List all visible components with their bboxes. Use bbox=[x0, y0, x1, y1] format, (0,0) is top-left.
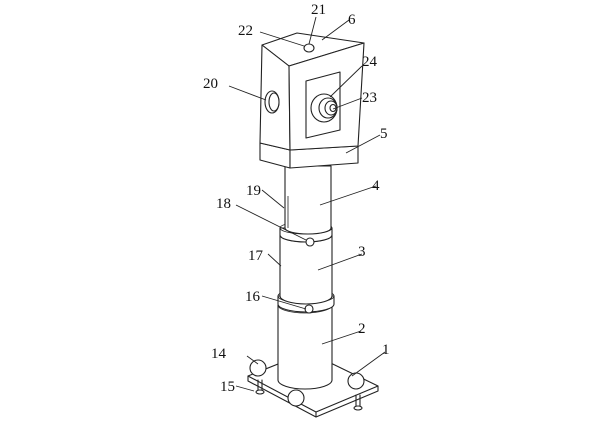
label-2: 2 bbox=[358, 321, 366, 337]
label-19: 19 bbox=[246, 183, 261, 199]
label-5: 5 bbox=[380, 126, 388, 142]
label-23: 23 bbox=[362, 90, 377, 106]
leader-lines bbox=[228, 16, 386, 392]
label-14: 14 bbox=[211, 346, 227, 362]
side-knob bbox=[264, 90, 280, 114]
label-4: 4 bbox=[372, 178, 380, 194]
label-24: 24 bbox=[362, 54, 378, 70]
label-21: 21 bbox=[311, 2, 326, 18]
label-22: 22 bbox=[238, 23, 253, 39]
label-16: 16 bbox=[245, 289, 261, 305]
label-18: 18 bbox=[216, 196, 231, 212]
top-button bbox=[303, 43, 315, 53]
reference-labels: 1 2 3 4 5 6 14 15 16 17 18 19 20 21 22 2… bbox=[203, 2, 390, 395]
label-1: 1 bbox=[382, 342, 390, 358]
label-20: 20 bbox=[203, 76, 218, 92]
label-6: 6 bbox=[348, 12, 356, 28]
label-15: 15 bbox=[220, 379, 235, 395]
label-3: 3 bbox=[358, 244, 366, 260]
ball-supports bbox=[249, 359, 365, 407]
label-17: 17 bbox=[248, 248, 264, 264]
feet bbox=[255, 379, 363, 411]
upper-column bbox=[284, 165, 332, 235]
camera-lens bbox=[310, 93, 338, 123]
